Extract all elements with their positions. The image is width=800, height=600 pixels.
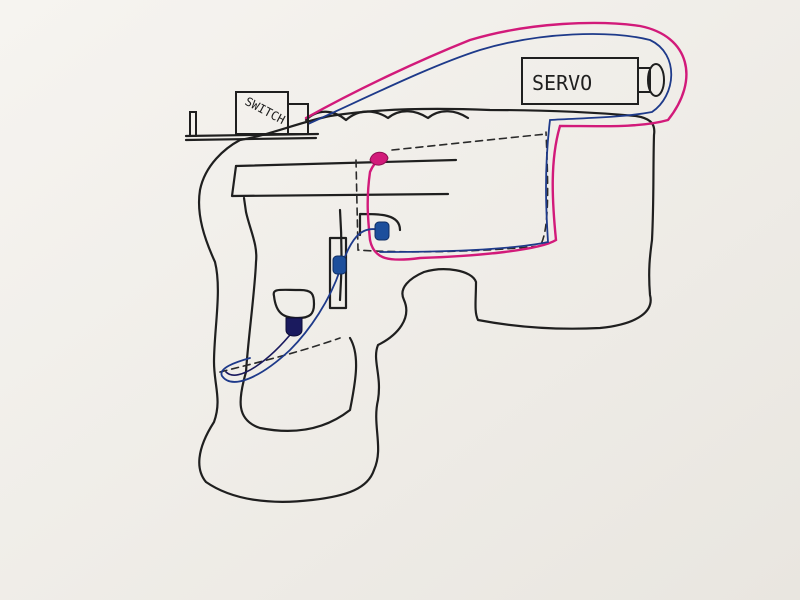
trigger-block (272, 288, 316, 320)
hidden-wire-route-top (355, 131, 549, 253)
magenta-wire (304, 21, 688, 261)
navy-connector-trigger (285, 317, 303, 337)
switch-tab-right (287, 103, 309, 135)
switch-tab-left (189, 111, 197, 137)
hidden-wire-route-bottom (219, 337, 341, 373)
blue-wire-handle (220, 228, 381, 383)
blue-wire (307, 33, 673, 253)
blue-connector-lower (332, 255, 347, 275)
body-top-scallops (304, 110, 470, 122)
servo-horn (647, 63, 665, 97)
rail-middle (230, 164, 450, 198)
servo-label: SERVO (532, 71, 592, 95)
rail-upper (234, 158, 458, 168)
hidden-wire-route-dashed-horizontal (391, 133, 547, 151)
blue-connector-upper (374, 221, 390, 241)
magenta-connector (369, 151, 389, 166)
handle-inner-outline (239, 336, 358, 433)
servo-component: SERVO (521, 57, 665, 105)
servo-shaft (637, 67, 651, 93)
speed-control (328, 236, 348, 310)
ledge-bottom (184, 136, 318, 142)
navy-wire-trigger (225, 329, 295, 376)
battery-inner (358, 212, 402, 237)
grip-line (338, 208, 343, 302)
rail-lower (242, 196, 258, 374)
